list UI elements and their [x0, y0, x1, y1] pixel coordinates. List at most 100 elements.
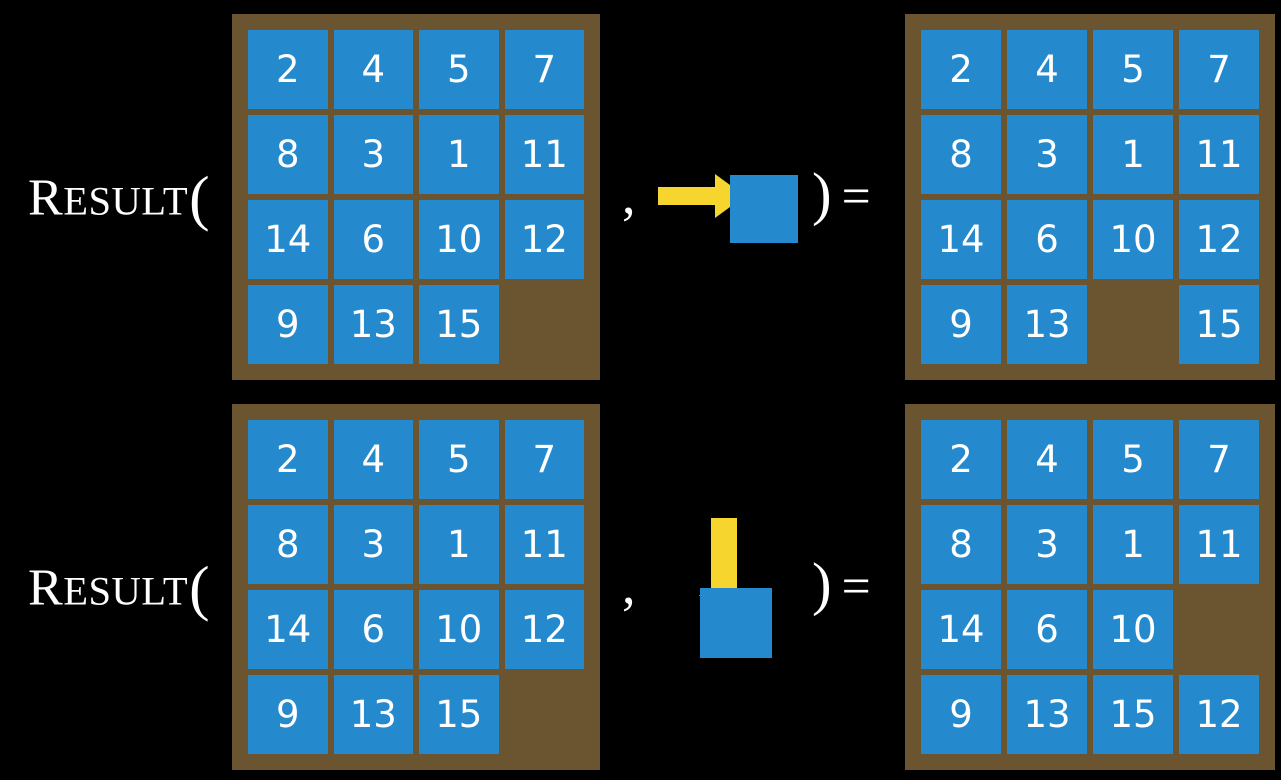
board-cell[interactable]: 12: [1177, 198, 1261, 281]
tile[interactable]: 9: [921, 285, 1001, 364]
board-cell[interactable]: 13: [1005, 673, 1089, 756]
tile[interactable]: 13: [333, 285, 413, 364]
output-board-row-2[interactable]: 2 4 5 7 8 3 1 11 14 6 10 9 13 15 12: [905, 404, 1275, 770]
board-cell[interactable]: 11: [1177, 503, 1261, 586]
board-cell[interactable]: 2: [246, 418, 330, 501]
tile[interactable]: 2: [248, 420, 328, 499]
board-cell[interactable]: 15: [417, 673, 501, 756]
board-cell[interactable]: 7: [1177, 418, 1261, 501]
tile[interactable]: 5: [419, 420, 499, 499]
tile[interactable]: 2: [921, 30, 1001, 109]
tile[interactable]: 1: [1093, 505, 1173, 584]
board-cell-blank[interactable]: [1177, 588, 1261, 671]
tile[interactable]: 1: [419, 505, 499, 584]
board-cell[interactable]: 1: [1091, 503, 1175, 586]
tile[interactable]: 7: [1179, 420, 1259, 499]
board-cell[interactable]: 8: [919, 113, 1003, 196]
board-cell[interactable]: 4: [1005, 418, 1089, 501]
tile[interactable]: 11: [1179, 115, 1259, 194]
board-cell[interactable]: 6: [1005, 588, 1089, 671]
tile[interactable]: 4: [333, 30, 413, 109]
board-cell[interactable]: 9: [919, 283, 1003, 366]
tile[interactable]: 12: [1179, 675, 1259, 754]
tile[interactable]: 13: [1007, 285, 1087, 364]
tile[interactable]: 10: [1093, 590, 1173, 669]
tile[interactable]: 14: [248, 200, 328, 279]
board-cell[interactable]: 4: [1005, 28, 1089, 111]
tile[interactable]: 2: [248, 30, 328, 109]
board-cell[interactable]: 5: [417, 418, 501, 501]
board-cell[interactable]: 2: [246, 28, 330, 111]
tile[interactable]: 6: [1007, 200, 1087, 279]
board-cell[interactable]: 12: [503, 198, 587, 281]
tile[interactable]: 3: [1007, 115, 1087, 194]
tile[interactable]: 11: [504, 115, 584, 194]
board-cell-blank[interactable]: [503, 673, 587, 756]
tile[interactable]: 11: [1179, 505, 1259, 584]
board-cell[interactable]: 3: [1005, 503, 1089, 586]
tile[interactable]: 8: [248, 115, 328, 194]
tile[interactable]: 10: [419, 590, 499, 669]
board-cell[interactable]: 6: [332, 198, 416, 281]
board-cell[interactable]: 13: [332, 283, 416, 366]
output-board-row-1[interactable]: 2 4 5 7 8 3 1 11 14 6 10 12 9 13 15: [905, 14, 1275, 380]
tile[interactable]: 4: [1007, 420, 1087, 499]
board-cell[interactable]: 7: [503, 28, 587, 111]
tile[interactable]: 14: [248, 590, 328, 669]
board-cell[interactable]: 14: [246, 198, 330, 281]
board-cell[interactable]: 9: [246, 283, 330, 366]
board-cell[interactable]: 5: [1091, 28, 1175, 111]
board-cell-blank[interactable]: [503, 283, 587, 366]
board-cell[interactable]: 9: [246, 673, 330, 756]
tile[interactable]: 7: [504, 30, 584, 109]
board-cell[interactable]: 15: [1177, 283, 1261, 366]
board-cell[interactable]: 10: [1091, 588, 1175, 671]
board-cell[interactable]: 14: [919, 588, 1003, 671]
tile[interactable]: 1: [1093, 115, 1173, 194]
tile[interactable]: 9: [921, 675, 1001, 754]
tile[interactable]: 5: [1093, 30, 1173, 109]
tile[interactable]: 6: [333, 590, 413, 669]
tile[interactable]: 7: [504, 420, 584, 499]
tile[interactable]: 3: [333, 115, 413, 194]
board-cell[interactable]: 14: [919, 198, 1003, 281]
tile[interactable]: 13: [1007, 675, 1087, 754]
board-cell[interactable]: 9: [919, 673, 1003, 756]
board-cell[interactable]: 13: [332, 673, 416, 756]
tile[interactable]: 10: [1093, 200, 1173, 279]
tile[interactable]: 8: [921, 505, 1001, 584]
board-cell[interactable]: 5: [1091, 418, 1175, 501]
tile[interactable]: 15: [1179, 285, 1259, 364]
board-cell[interactable]: 14: [246, 588, 330, 671]
board-cell[interactable]: 10: [417, 588, 501, 671]
board-cell[interactable]: 8: [919, 503, 1003, 586]
tile[interactable]: 9: [248, 675, 328, 754]
input-board-row-2[interactable]: 2 4 5 7 8 3 1 11 14 6 10 12 9 13 15: [232, 404, 600, 770]
input-board-row-1[interactable]: 2 4 5 7 8 3 1 11 14 6 10 12 9 13 15: [232, 14, 600, 380]
tile[interactable]: 4: [333, 420, 413, 499]
board-cell[interactable]: 6: [332, 588, 416, 671]
tile[interactable]: 5: [1093, 420, 1173, 499]
board-cell[interactable]: 11: [1177, 113, 1261, 196]
board-cell[interactable]: 13: [1005, 283, 1089, 366]
board-cell[interactable]: 7: [503, 418, 587, 501]
tile[interactable]: 7: [1179, 30, 1259, 109]
tile[interactable]: 1: [419, 115, 499, 194]
board-cell[interactable]: 15: [1091, 673, 1175, 756]
tile[interactable]: 4: [1007, 30, 1087, 109]
board-cell[interactable]: 2: [919, 28, 1003, 111]
tile[interactable]: 12: [1179, 200, 1259, 279]
tile[interactable]: 6: [1007, 590, 1087, 669]
tile[interactable]: 11: [504, 505, 584, 584]
board-cell[interactable]: 3: [1005, 113, 1089, 196]
board-cell[interactable]: 8: [246, 113, 330, 196]
board-cell[interactable]: 11: [503, 113, 587, 196]
board-cell[interactable]: 3: [332, 113, 416, 196]
tile[interactable]: 14: [921, 590, 1001, 669]
board-cell[interactable]: 12: [1177, 673, 1261, 756]
tile[interactable]: 15: [1093, 675, 1173, 754]
board-cell[interactable]: 4: [332, 28, 416, 111]
tile[interactable]: 10: [419, 200, 499, 279]
tile[interactable]: 14: [921, 200, 1001, 279]
tile[interactable]: 9: [248, 285, 328, 364]
